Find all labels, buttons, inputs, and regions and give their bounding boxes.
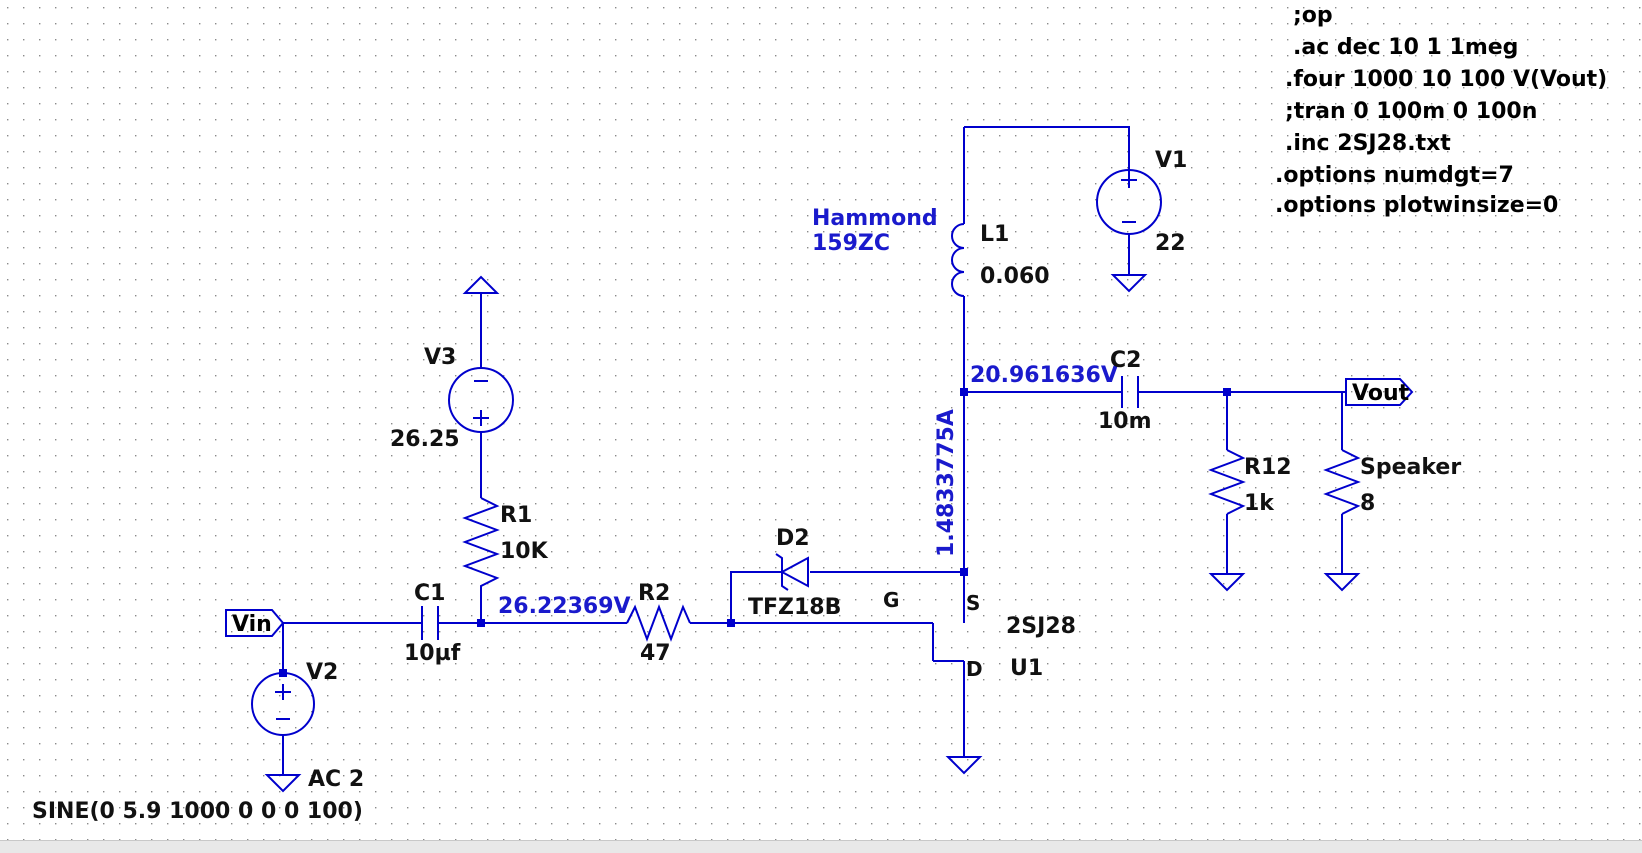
l1-value: 0.060 <box>980 264 1050 289</box>
vin-label-text: Vin <box>232 612 272 637</box>
l1-inductor[interactable] <box>951 223 965 297</box>
r12-name: R12 <box>1244 455 1292 480</box>
d2-value: TFZ18B <box>748 595 841 620</box>
window-bottom-edge <box>0 840 1642 853</box>
v2-value: AC 2 <box>308 767 364 792</box>
v2-body <box>251 672 315 736</box>
vin-flag-shape <box>225 609 285 637</box>
ground-icon <box>1208 573 1246 592</box>
u1-source-pin: S <box>966 591 980 615</box>
directive-op: ;op <box>1293 3 1333 28</box>
directive-inc: .inc 2SJ28.txt <box>1285 131 1451 156</box>
v2-source[interactable] <box>251 672 315 736</box>
r12-resistor[interactable] <box>1208 449 1246 515</box>
c2-plates <box>1121 376 1139 408</box>
l1-part-line1: Hammond <box>812 206 938 231</box>
c1-name: C1 <box>414 581 445 606</box>
directive-numdgt: .options numdgt=7 <box>1275 163 1514 188</box>
r1-value: 10K <box>500 539 549 564</box>
ground-icon <box>1323 573 1361 592</box>
v1-source[interactable] <box>1096 169 1162 235</box>
v3-name: V3 <box>424 345 456 370</box>
spice-directives[interactable]: ;op .ac dec 10 1 1meg .four 1000 10 100 … <box>1275 3 1607 218</box>
plus-icon <box>473 410 489 426</box>
r2-value: 47 <box>640 641 671 666</box>
vout-net-label[interactable]: Vout <box>1345 378 1414 406</box>
v2-sine-spec: SINE(0 5.9 1000 0 0 0 100) <box>32 799 363 824</box>
l1-part-line2: 159ZC <box>812 231 890 256</box>
c2-capacitor[interactable] <box>1121 376 1139 408</box>
r1-zigzag <box>462 497 500 608</box>
vin-net-label[interactable]: Vin <box>225 609 285 637</box>
wire-top-loop[interactable] <box>964 126 1130 172</box>
c1-plates <box>421 606 439 640</box>
gate-voltage-annotation: 26.22369V <box>498 594 631 619</box>
wires <box>282 126 1346 775</box>
directive-four: .four 1000 10 100 V(Vout) <box>1285 67 1607 92</box>
ground-icon <box>1110 274 1148 293</box>
vout-flag-shape <box>1345 378 1414 406</box>
directive-tran: ;tran 0 100m 0 100n <box>1285 99 1537 124</box>
vout-label-text: Vout <box>1352 381 1410 406</box>
r2-resistor[interactable] <box>626 604 691 642</box>
r12-zigzag <box>1208 449 1246 515</box>
u1-transistor[interactable] <box>918 622 964 662</box>
directive-plotwinsize: .options plotwinsize=0 <box>1275 193 1558 218</box>
c1-value: 10µf <box>404 641 461 666</box>
junction-dot <box>960 388 968 396</box>
u1-name: U1 <box>1010 656 1043 681</box>
v1-body <box>1096 169 1162 235</box>
d2-triangle <box>779 556 809 588</box>
c2-value: 10m <box>1098 409 1152 434</box>
directive-ac: .ac dec 10 1 1meg <box>1293 35 1518 60</box>
speaker-value: 8 <box>1360 491 1375 516</box>
r2-zigzag <box>626 604 691 642</box>
v2-name: V2 <box>306 660 338 685</box>
ground-icon <box>264 774 302 793</box>
r12-value: 1k <box>1244 491 1275 516</box>
v1-value: 22 <box>1155 231 1186 256</box>
v1-name: V1 <box>1155 148 1187 173</box>
drain-current-annotation: 1.4833775A <box>934 409 959 557</box>
v3-source[interactable] <box>448 367 514 433</box>
wire-d2-anode[interactable] <box>730 571 782 623</box>
r2-name: R2 <box>638 581 670 606</box>
speaker-name: Speaker <box>1360 455 1461 480</box>
speaker-zigzag <box>1323 449 1361 515</box>
u1-model: 2SJ28 <box>1006 614 1076 639</box>
r1-name: R1 <box>500 503 532 528</box>
l1-coil <box>951 223 965 297</box>
v3-body <box>448 367 514 433</box>
u1-drain-pin: D <box>966 657 983 681</box>
r1-resistor[interactable] <box>462 497 500 608</box>
v3-value: 26.25 <box>390 427 460 452</box>
c2-name: C2 <box>1110 348 1141 373</box>
speaker-resistor[interactable] <box>1323 449 1361 515</box>
junction-dot <box>960 568 968 576</box>
junction-dot <box>1223 388 1231 396</box>
d2-zener-diode[interactable] <box>775 553 809 591</box>
d2-name: D2 <box>776 526 810 551</box>
c1-capacitor[interactable] <box>421 606 439 640</box>
vdd-arrow-icon <box>462 275 500 294</box>
l1-name: L1 <box>980 222 1009 247</box>
ground-icon <box>945 756 983 775</box>
u1-gate-pin: G <box>883 588 899 612</box>
d2-bar <box>775 553 789 591</box>
plus-icon <box>1121 172 1137 188</box>
plus-icon <box>275 684 291 700</box>
junction-dot <box>477 619 485 627</box>
junction-dot <box>727 619 735 627</box>
drain-voltage-annotation: 20.961636V <box>970 363 1118 388</box>
